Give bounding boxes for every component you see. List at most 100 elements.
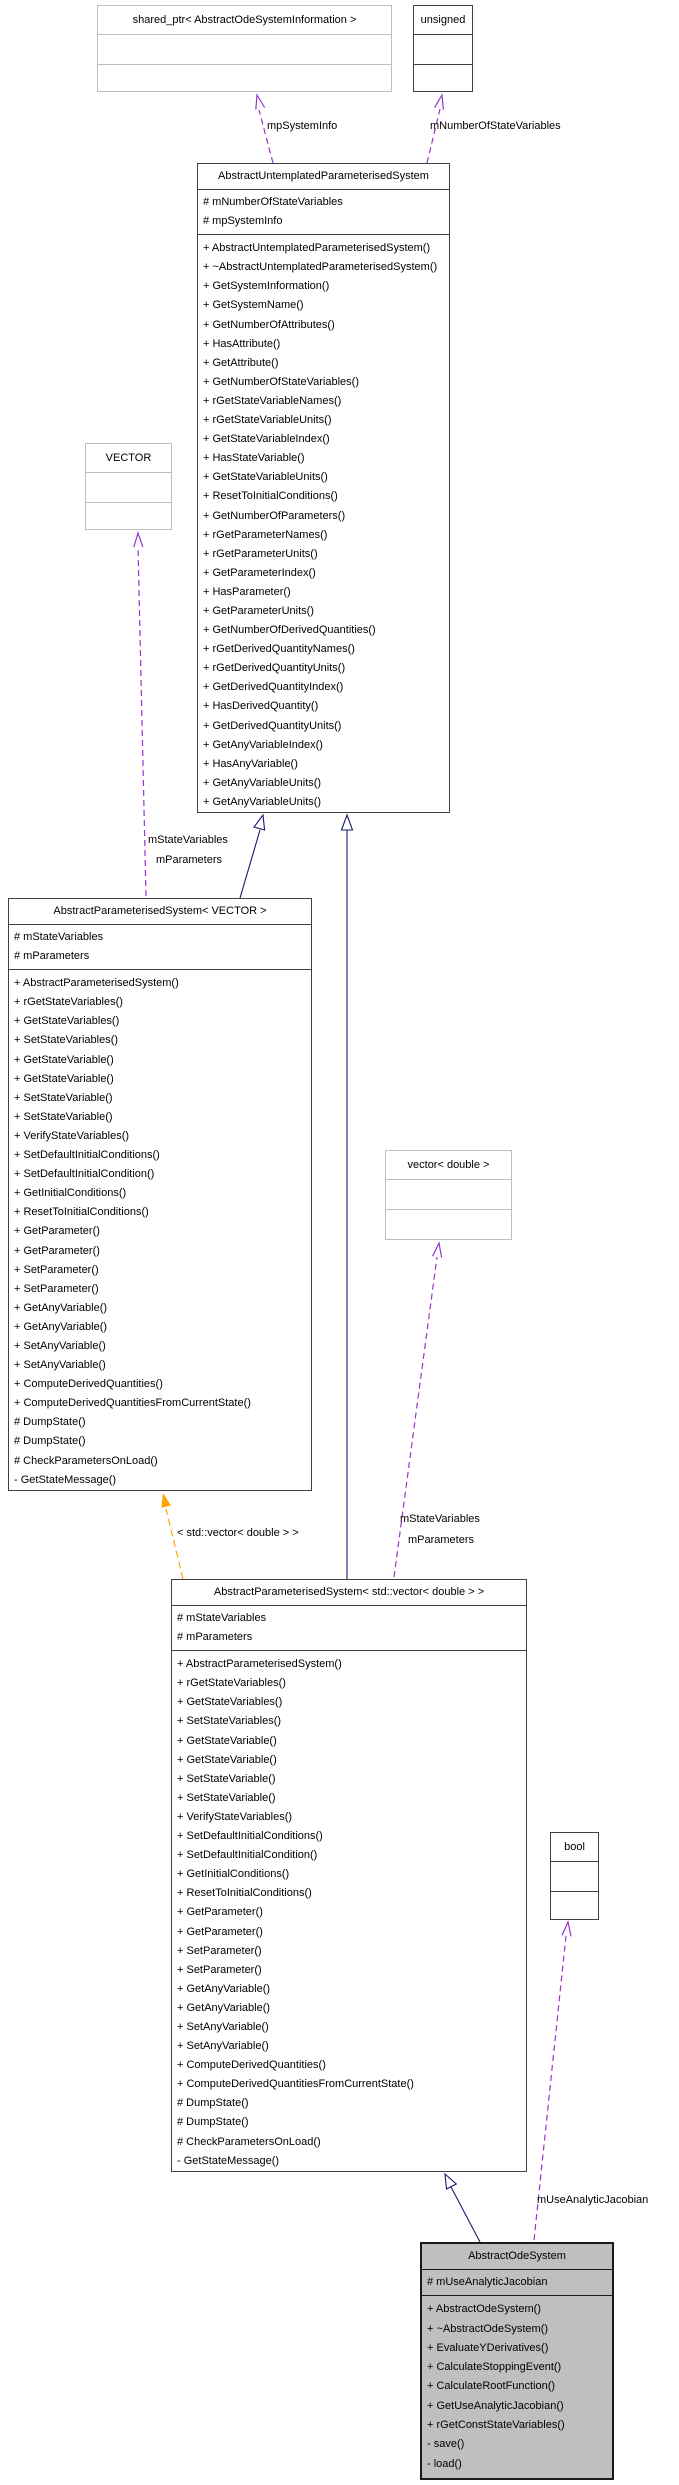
methods-compartment: + AbstractUntemplatedParameterisedSystem… [198, 234, 449, 812]
member-row: + SetStateVariables() [14, 1034, 119, 1047]
member-row: + ComputeDerivedQuantities() [14, 1378, 163, 1391]
member-row: + ResetToInitialConditions() [203, 490, 338, 503]
member-row: + ~AbstractOdeSystem() [427, 2322, 549, 2335]
inheritance-arrowhead-icon [444, 2172, 458, 2190]
member-row: + rGetDerivedQuantityUnits() [203, 662, 346, 675]
empty-compartment [551, 1861, 598, 1891]
member-row: + GetAnyVariable() [177, 1982, 271, 1995]
member-row: + SetDefaultInitialConditions() [14, 1149, 160, 1162]
methods-compartment: + AbstractParameterisedSystem()+ rGetSta… [9, 969, 311, 1490]
member-row: + ComputeDerivedQuantitiesFromCurrentSta… [14, 1397, 251, 1410]
usage-arrowhead-icon [432, 1241, 443, 1258]
member-row: + AbstractOdeSystem() [427, 2303, 542, 2316]
empty-compartment [414, 34, 472, 64]
methods-compartment: + AbstractParameterisedSystem()+ rGetSta… [172, 1650, 526, 2171]
member-row: + rGetStateVariableNames() [203, 394, 342, 407]
class-box-abstract-parameterised-system-vector[interactable]: AbstractParameterisedSystem< VECTOR > # … [8, 898, 312, 1491]
member-row: # mStateVariables [177, 1612, 267, 1624]
member-row: + GetDerivedQuantityIndex() [203, 681, 344, 694]
member-row: + SetAnyVariable() [14, 1359, 106, 1372]
class-title: shared_ptr< AbstractOdeSystemInformation… [132, 14, 357, 26]
member-row: + GetNumberOfDerivedQuantities() [203, 624, 376, 637]
member-row: # DumpState() [14, 1416, 86, 1429]
member-row: + SetStateVariables() [177, 1715, 282, 1728]
member-row: + GetParameter() [14, 1244, 100, 1257]
member-row: + GetAnyVariableIndex() [203, 738, 323, 751]
member-row: + HasDerivedQuantity() [203, 700, 319, 713]
class-title: unsigned [420, 14, 466, 26]
attributes-compartment: # mStateVariables # mParameters [172, 1605, 526, 1650]
usage-arrowhead-icon [133, 531, 144, 548]
usage-edge-m-number-of-state-variables [426, 108, 441, 164]
class-box-vector-template-param: VECTOR [85, 443, 172, 530]
usage-arrowhead-icon [561, 1920, 572, 1937]
member-row: # DumpState() [177, 2116, 249, 2129]
empty-compartment [551, 1891, 598, 1919]
member-row: + GetStateVariable() [14, 1072, 114, 1085]
member-row: + SetDefaultInitialCondition() [177, 1849, 318, 1862]
class-title: bool [564, 1841, 585, 1853]
member-row: + rGetStateVariableUnits() [203, 414, 332, 427]
empty-compartment [386, 1209, 511, 1239]
class-title: AbstractParameterisedSystem< VECTOR > [53, 905, 267, 917]
member-row: + SetStateVariable() [177, 1791, 276, 1804]
member-row: - save() [427, 2438, 465, 2451]
member-row: + AbstractParameterisedSystem() [14, 977, 179, 990]
member-row: + VerifyStateVariables() [14, 1129, 130, 1142]
member-row: + SetParameter() [177, 1963, 262, 1976]
class-title: AbstractUntemplatedParameterisedSystem [218, 170, 429, 182]
template-edge-line [165, 1508, 184, 1580]
class-box-abstract-untemplated-parameterised-system[interactable]: AbstractUntemplatedParameterisedSystem #… [197, 163, 450, 813]
member-row: # DumpState() [14, 1435, 86, 1448]
member-row: # mpSystemInfo [203, 215, 283, 228]
attributes-compartment: # mUseAnalyticJacobian [422, 2269, 612, 2295]
edge-label-template-args: < std::vector< double > > [177, 1527, 299, 1539]
member-row: + GetInitialConditions() [177, 1868, 290, 1881]
class-box-abstract-ode-system: AbstractOdeSystem # mUseAnalyticJacobian… [420, 2242, 614, 2480]
member-row: + SetParameter() [177, 1944, 262, 1957]
empty-compartment [86, 502, 171, 529]
edge-label-m-use-analytic-jacobian: mUseAnalyticJacobian [537, 2194, 649, 2206]
member-row: + EvaluateYDerivatives() [427, 2341, 549, 2354]
member-row: + ComputeDerivedQuantities() [177, 2059, 326, 2072]
member-row: + rGetDerivedQuantityNames() [203, 643, 355, 656]
empty-compartment [414, 64, 472, 91]
template-arrowhead-icon [161, 1493, 171, 1508]
member-row: # mParameters [177, 1631, 253, 1644]
member-row: + GetUseAnalyticJacobian() [427, 2399, 564, 2412]
member-row: # CheckParametersOnLoad() [177, 2135, 321, 2148]
member-row: + GetNumberOfAttributes() [203, 318, 335, 331]
usage-edge-state-variables-std-vector [393, 1256, 438, 1578]
usage-arrowhead-icon [434, 93, 444, 110]
member-row: + SetStateVariable() [14, 1110, 113, 1123]
empty-compartment [386, 1179, 511, 1209]
usage-edge-mp-system-info [258, 109, 274, 164]
member-row: + GetStateVariables() [14, 1015, 120, 1028]
member-row: + GetParameterIndex() [203, 566, 316, 579]
member-row: + GetInitialConditions() [14, 1187, 127, 1200]
class-box-unsigned: unsigned [413, 5, 473, 92]
edge-label-m-state-variables: mStateVariables [148, 834, 228, 846]
member-row: + HasStateVariable() [203, 452, 305, 465]
member-row: + GetStateVariableUnits() [203, 471, 328, 484]
member-row: - GetStateMessage() [14, 1473, 117, 1486]
member-row: + GetStateVariable() [14, 1053, 114, 1066]
class-title: AbstractParameterisedSystem< std::vector… [213, 1586, 485, 1598]
member-row: + rGetStateVariables() [177, 1677, 286, 1690]
member-row: + GetStateVariables() [177, 1696, 283, 1709]
inheritance-edge-param-vector [239, 829, 261, 899]
member-row: + HasAnyVariable() [203, 757, 298, 770]
member-row: + GetSystemName() [203, 299, 304, 312]
member-row: + HasAttribute() [203, 337, 281, 350]
edge-label-m-parameters: mParameters [156, 854, 223, 866]
class-box-abstract-parameterised-system-std-vector[interactable]: AbstractParameterisedSystem< std::vector… [171, 1579, 527, 2172]
empty-compartment [98, 34, 391, 64]
member-row: + rGetParameterNames() [203, 528, 328, 541]
member-row: - GetStateMessage() [177, 2154, 280, 2167]
methods-compartment: + AbstractOdeSystem() + ~AbstractOdeSyste… [422, 2295, 612, 2478]
member-row: + GetAttribute() [203, 356, 279, 369]
member-row: + HasParameter() [203, 585, 291, 598]
member-row: + SetStateVariable() [14, 1091, 113, 1104]
member-row: + rGetConstStateVariables() [427, 2419, 565, 2432]
